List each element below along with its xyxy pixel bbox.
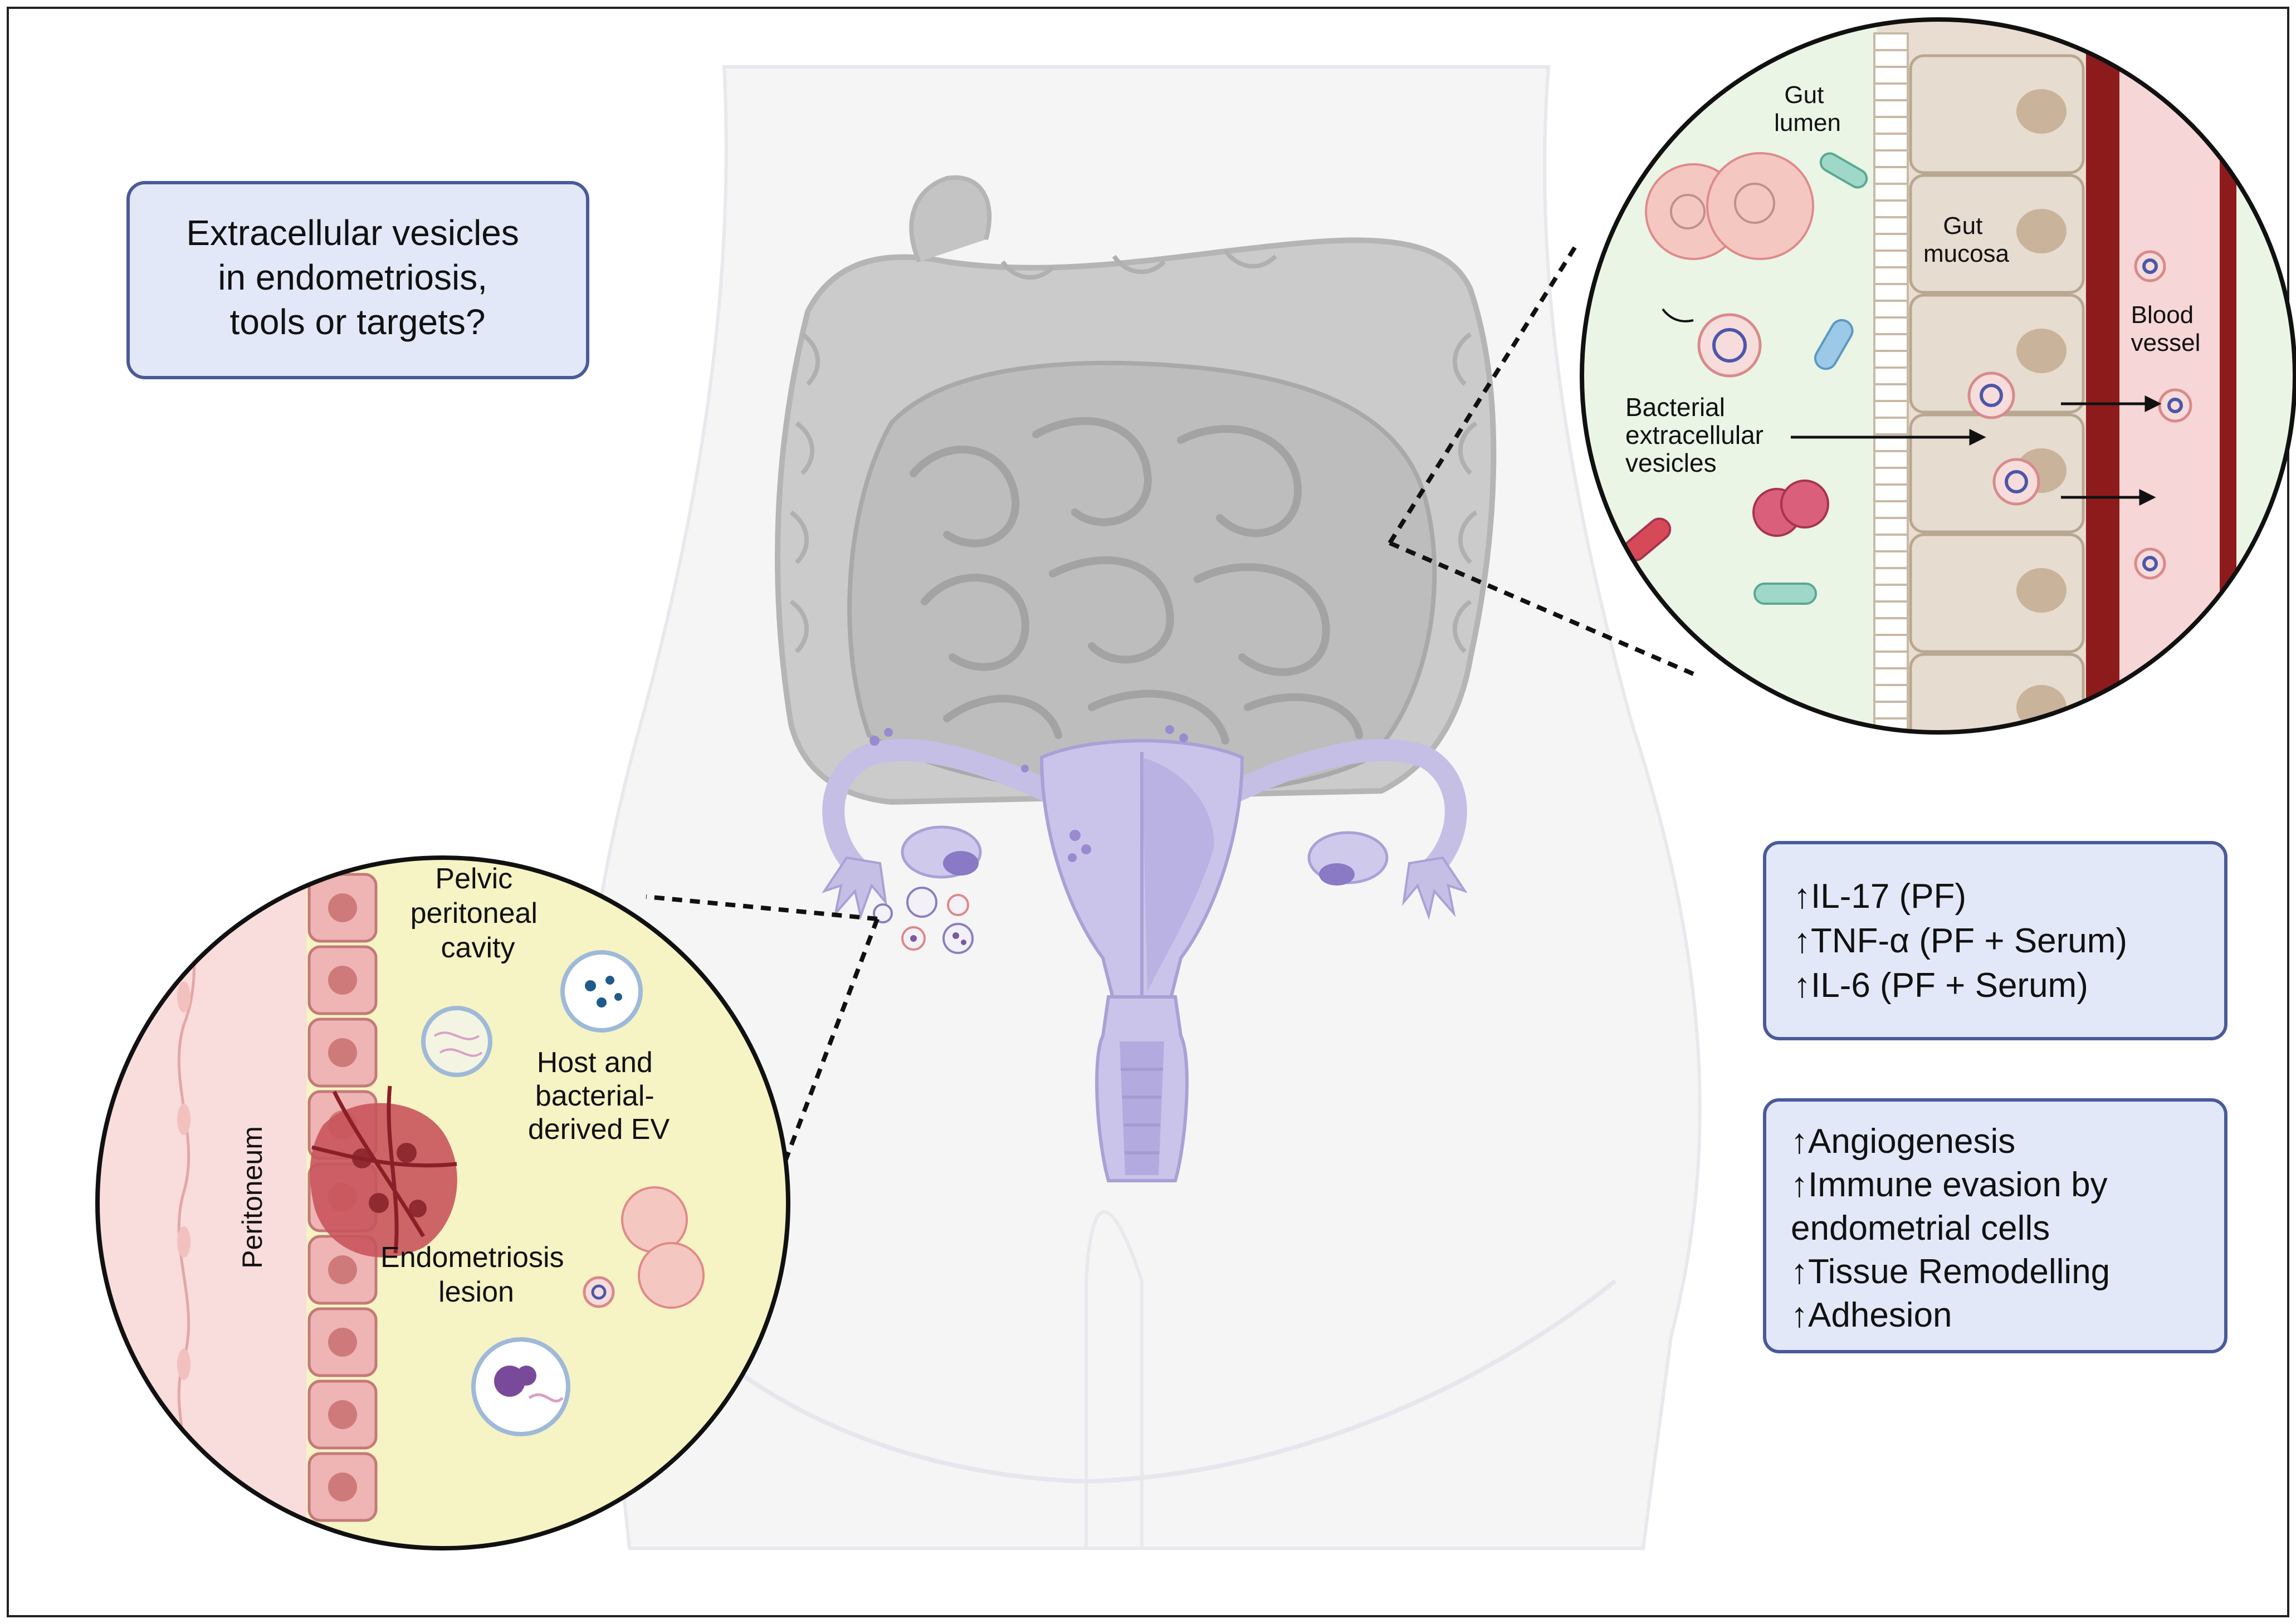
svg-text:Gut mucosa: Gut mucosa: [1923, 212, 2010, 267]
released-vesicles: [873, 887, 974, 954]
effect-item: ↑Immune evasion by: [1791, 1166, 2108, 1204]
title-line: Extracellular vesicles: [186, 213, 519, 253]
effect-item: ↑Tissue Remodelling: [1791, 1253, 2110, 1291]
lesion-label: lesion: [438, 1276, 514, 1308]
svg-text:↑Angiogenesis ↑Immune ev: ↑Angiogenesis ↑Immune evasion by endomet…: [1791, 1122, 2119, 1334]
title-box: Extracellular vesicles in endometriosis,…: [126, 181, 589, 379]
title-line: tools or targets?: [230, 302, 486, 342]
svg-text:Bacterial extracellular: Bacterial extracellular vesicles: [1625, 393, 1771, 477]
svg-text:Gut lumen: Gut lumen: [1774, 81, 1841, 136]
host-ev-label: Host and: [537, 1046, 653, 1079]
cytokine-item: ↑IL-6 (PF + Serum): [1794, 966, 2088, 1005]
pelvic-cavity-label: peritoneal: [411, 897, 538, 930]
svg-text:Pelvic peritoneal: Pelvic peritoneal cavity: [411, 863, 546, 964]
effect-item: ↑Adhesion: [1791, 1296, 1952, 1334]
cytokine-item: ↑TNF-α (PF + Serum): [1794, 922, 2127, 960]
intestines-illustration: [775, 175, 1497, 805]
gut-lumen-label: lumen: [1774, 109, 1841, 136]
zoom-connectors: [646, 243, 1694, 1199]
cytokine-box: ↑IL-17 (PF) ↑TNF-α (PF + Serum) ↑IL-6 (P…: [1763, 841, 2227, 1040]
gut-mucosa-label: Gut: [1943, 212, 1982, 239]
bacterial-ev-label: Bacterial: [1625, 393, 1725, 422]
svg-text:Blood vessel: Blood vessel: [2131, 301, 2201, 356]
blood-vessel-label: Blood: [2131, 301, 2194, 329]
lesion-illustration: [310, 1085, 457, 1258]
svg-text:↑IL-17 (PF) ↑TNF-α (PF +: ↑IL-17 (PF) ↑TNF-α (PF + Serum) ↑IL-6 (P…: [1794, 877, 2137, 1005]
title-line: in endometriosis,: [218, 257, 487, 297]
bacterial-ev-label: vesicles: [1625, 448, 1717, 477]
svg-text:Endometriosis lesion: Endometriosis lesion: [380, 1241, 572, 1308]
gut-inset: Gut lumen Gut mucosa Blood vessel Bacter…: [1580, 17, 2296, 735]
svg-text:Host and bacterial-: Host and bacterial- derived EV: [528, 1046, 670, 1146]
pelvic-inset: Peritoneum Pelvic peritoneal cavity Host…: [95, 855, 790, 1550]
gut-lumen-label: Gut: [1784, 81, 1824, 109]
pelvic-cavity-label: Pelvic: [435, 863, 512, 895]
host-ev-label: bacterial-: [535, 1080, 654, 1112]
peritoneum-label: Peritoneum: [237, 1126, 268, 1269]
svg-text:Extracellular vesicles i: Extracellular vesicles in endometriosis,…: [186, 213, 529, 342]
bacterial-ev-label: extracellular: [1625, 420, 1763, 449]
lesion-label: Endometriosis: [380, 1241, 564, 1274]
pelvic-cavity-label: cavity: [441, 932, 515, 964]
host-ev-label: derived EV: [528, 1113, 670, 1146]
uterus-illustration: [822, 725, 1468, 1182]
effects-box: ↑Angiogenesis ↑Immune evasion by endomet…: [1763, 1098, 2227, 1353]
gut-mucosa-label: mucosa: [1923, 240, 2010, 267]
blood-vessel-label: vessel: [2131, 329, 2201, 356]
cytokine-item: ↑IL-17 (PF): [1794, 877, 1966, 916]
effect-item: ↑Angiogenesis: [1791, 1122, 2015, 1161]
effect-item: endometrial cells: [1791, 1209, 2050, 1248]
